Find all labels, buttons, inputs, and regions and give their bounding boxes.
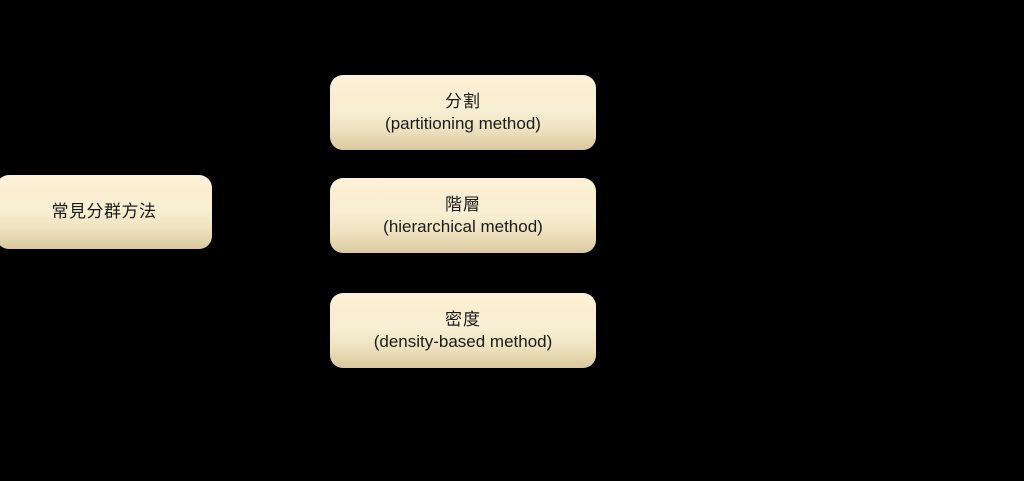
node-density-based-method[interactable]: 密度 (density-based method) [330,293,596,368]
node-hierarchical-label-en: (hierarchical method) [383,216,543,236]
node-density-label-en: (density-based method) [373,331,553,351]
node-partitioning-method[interactable]: 分割 (partitioning method) [330,75,596,150]
node-partitioning-label-cjk: 分割 [445,91,481,111]
node-common-clustering-methods[interactable]: 常見分群方法 [0,175,212,249]
node-hierarchical-method[interactable]: 階層 (hierarchical method) [330,178,596,253]
node-density-label-cjk: 密度 [445,309,481,329]
node-root-label: 常見分群方法 [51,202,157,222]
node-partitioning-label-en: (partitioning method) [385,113,541,133]
node-hierarchical-label-cjk: 階層 [445,194,481,214]
